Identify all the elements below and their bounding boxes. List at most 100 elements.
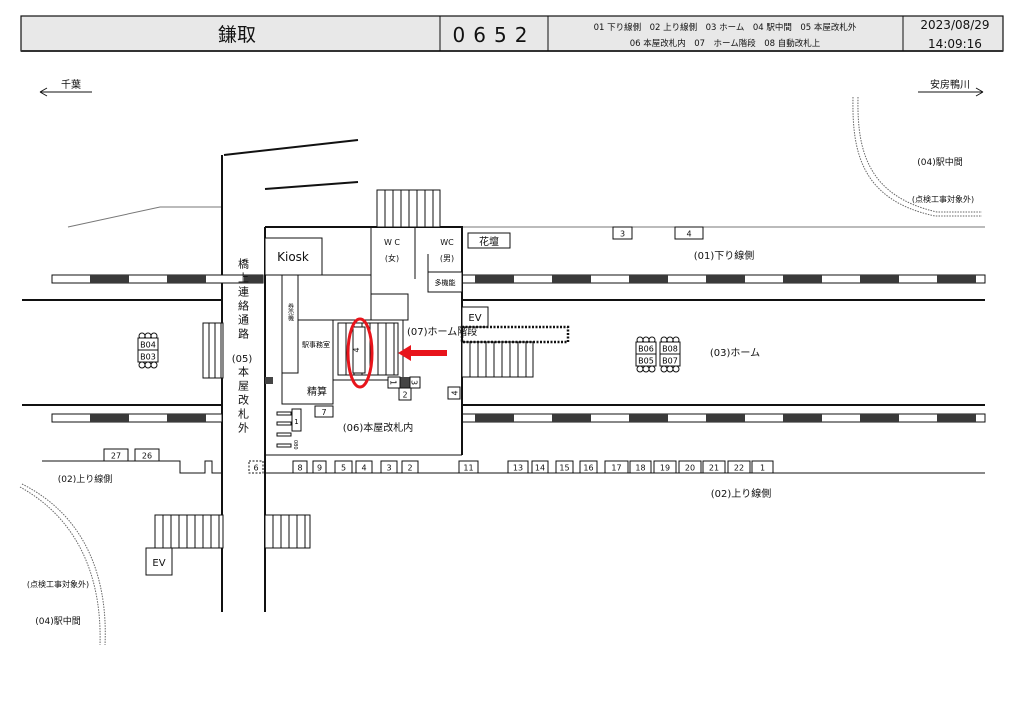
- camera-box[interactable]: 27: [103, 448, 129, 462]
- camera-box[interactable]: 4: [674, 226, 704, 240]
- camera-box[interactable]: 18: [629, 460, 652, 474]
- camera-box-label: 14: [535, 464, 545, 473]
- camera-box[interactable]: 7: [314, 405, 334, 418]
- camera-box-label: 5: [341, 464, 346, 473]
- home-stairs-label: (07)ホーム階段: [407, 325, 477, 338]
- tactile-block: [937, 414, 976, 422]
- stairs-platform: [461, 341, 534, 378]
- time: 14:09:16: [928, 37, 982, 51]
- camera-box[interactable]: 3: [409, 376, 421, 389]
- up-side-label: (02)上り線側: [711, 487, 772, 500]
- camera-box[interactable]: 20: [678, 460, 702, 474]
- direction-right: 安房鴨川: [918, 78, 984, 97]
- multipurpose-toilet[interactable]: [427, 271, 463, 293]
- camera-box-label: 20: [685, 464, 695, 473]
- camera-box-label: 4: [451, 390, 460, 395]
- camera-box[interactable]: 14: [531, 460, 549, 474]
- station-building: Kiosk 券売機 駅事務室 精算 W C (女) WC (男) 多機能 花壇 …: [264, 213, 511, 455]
- elevator-outside-label: EV: [152, 558, 165, 569]
- camera-box[interactable]: 1: [751, 460, 774, 474]
- camera-box[interactable]: 2: [398, 387, 412, 401]
- down-side-label: (01)下り線側: [694, 249, 755, 262]
- station-name: 鎌取: [218, 24, 256, 46]
- camera-box[interactable]: 9: [312, 460, 327, 474]
- tactile-block: [629, 275, 668, 283]
- camera-box[interactable]: 1: [387, 376, 401, 389]
- auto-gate-label: 1: [294, 418, 298, 426]
- camera-box[interactable]: 11: [458, 460, 479, 474]
- camera-box[interactable]: 3: [380, 460, 398, 474]
- tactile-block: [783, 414, 822, 422]
- camera-box-label: 2: [402, 391, 407, 400]
- tactile-block: [90, 414, 129, 422]
- tactile-block: [167, 275, 206, 283]
- platform-edge-strip: [51, 413, 223, 423]
- fare-adjust-label: 精算: [307, 385, 327, 398]
- boundary-arc-left: [19, 486, 101, 646]
- ticket-machine[interactable]: [281, 274, 299, 374]
- tactile-block: [244, 275, 263, 283]
- camera-box[interactable]: 16: [579, 460, 598, 474]
- wc-female-sub: (女): [385, 253, 399, 263]
- camera-box[interactable]: 5: [334, 460, 353, 474]
- camera-box[interactable]: 4: [447, 386, 461, 400]
- bridge-passage-label: 橋上連絡通路: [237, 257, 250, 342]
- tactile-block: [706, 414, 745, 422]
- camera-box-label: 2: [407, 464, 412, 473]
- camera-box[interactable]: 26: [134, 448, 160, 462]
- stairs-lower-left: [154, 514, 224, 549]
- camera-box-label: 6: [253, 464, 258, 473]
- multipurpose-label: 多機能: [435, 278, 456, 287]
- battery-label: B06: [638, 345, 654, 354]
- tactile-block: [860, 414, 899, 422]
- camera-box[interactable]: 19: [653, 460, 677, 474]
- auto-gate[interactable]: [291, 408, 302, 432]
- camera-box[interactable]: 4: [355, 460, 373, 474]
- arrow-right-icon: [918, 87, 984, 97]
- boundary-arc-left-inner: [21, 483, 106, 646]
- battery-label: B05: [638, 357, 654, 366]
- legend-line-2: 06 本屋改札内 07 ホーム階段 08 自動改札上: [630, 38, 821, 49]
- camera-box-label: 3: [410, 380, 419, 385]
- up-side-left-label: (02)上り線側: [58, 473, 112, 485]
- mid-right-label: (04)駅中間: [917, 156, 962, 168]
- camera-box[interactable]: 21: [702, 460, 726, 474]
- elevator-outside[interactable]: [145, 547, 173, 576]
- camera-box[interactable]: 3: [612, 226, 633, 240]
- gate-outside-code: (05): [232, 354, 253, 365]
- camera-box[interactable]: 17: [604, 460, 629, 474]
- kiosk-label: Kiosk: [277, 250, 309, 264]
- camera-box-label: 13: [513, 464, 523, 473]
- highlight-arrow-icon: [398, 345, 447, 361]
- camera-box[interactable]: 2: [401, 460, 419, 474]
- tactile-block: [90, 275, 129, 283]
- camera-box-label: 4: [686, 230, 691, 239]
- camera-box[interactable]: 13: [507, 460, 529, 474]
- camera-box-label: 4: [361, 464, 366, 473]
- flowerbed: [467, 232, 511, 249]
- hatched-marker: [400, 377, 410, 388]
- battery-label: B07: [662, 357, 678, 366]
- elevator-platform[interactable]: [461, 306, 489, 328]
- camera-box-label: 8: [297, 464, 302, 473]
- station-code: 0652: [453, 23, 536, 47]
- camera-box-label: 3: [386, 464, 391, 473]
- excluded-right-label: (点検工事対象外): [912, 194, 974, 204]
- camera-box[interactable]: 15: [555, 460, 574, 474]
- camera-box[interactable]: 8: [292, 460, 308, 474]
- gate-inside-label: (06)本屋改札内: [343, 421, 414, 434]
- camera-box[interactable]: 6: [248, 460, 264, 474]
- battery-label: B03: [140, 353, 156, 362]
- camera-box-label: 1: [760, 464, 765, 473]
- camera-box[interactable]: 22: [727, 460, 751, 474]
- camera-box-label: 3: [620, 230, 625, 239]
- camera-box-label: 22: [734, 464, 744, 473]
- flowerbed-label: 花壇: [479, 235, 499, 248]
- wc-male-sub: (男): [440, 254, 454, 263]
- wc-male-label: WC: [440, 238, 454, 247]
